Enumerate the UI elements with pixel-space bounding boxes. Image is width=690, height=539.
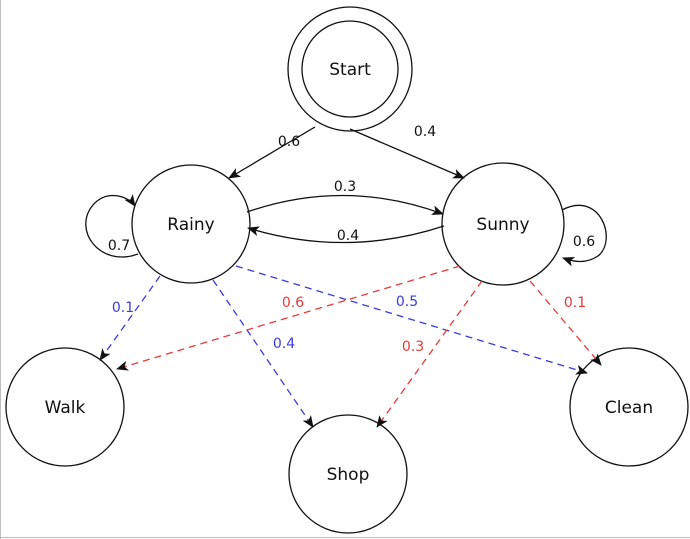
node-shop-label: Shop (327, 465, 370, 485)
edge-sunny-shop (376, 280, 483, 428)
label-rainy-self: 0.7 (108, 238, 130, 254)
edge-sunny-self-loop (561, 204, 607, 267)
label-rainy-walk: 0.1 (112, 300, 134, 316)
label-start-sunny: 0.4 (414, 124, 436, 140)
edge-start-rainy (228, 126, 316, 179)
label-rainy-shop: 0.4 (273, 336, 295, 352)
node-sunny-label: Sunny (476, 215, 529, 235)
edge-start-sunny (349, 128, 465, 179)
edge-sunny-rainy (247, 225, 445, 244)
label-rainy-clean: 0.5 (396, 294, 418, 310)
label-sunny-clean: 0.1 (564, 295, 586, 311)
edge-rainy-clean (235, 265, 588, 375)
edge-rainy-sunny (246, 194, 444, 215)
label-rainy-sunny: 0.3 (334, 179, 356, 195)
node-sunny: Sunny (441, 162, 565, 286)
label-sunny-rainy: 0.4 (337, 228, 359, 244)
node-walk-label: Walk (45, 398, 86, 418)
node-rainy: Rainy (131, 164, 251, 284)
label-start-rainy: 0.6 (278, 134, 300, 150)
edge-sunny-clean (529, 280, 602, 366)
node-start: Start (287, 6, 413, 132)
node-walk: Walk (5, 347, 125, 467)
edge-rainy-shop (212, 279, 314, 428)
node-clean-label: Clean (605, 398, 653, 418)
node-rainy-label: Rainy (167, 215, 214, 235)
edge-rainy-self-loop (85, 194, 139, 258)
node-clean: Clean (569, 347, 689, 467)
edge-rainy-walk (99, 275, 161, 361)
node-start-label: Start (329, 60, 371, 80)
label-sunny-shop: 0.3 (402, 339, 424, 355)
label-sunny-self: 0.6 (573, 234, 595, 250)
label-sunny-walk: 0.6 (282, 295, 304, 311)
node-shop: Shop (288, 414, 408, 534)
